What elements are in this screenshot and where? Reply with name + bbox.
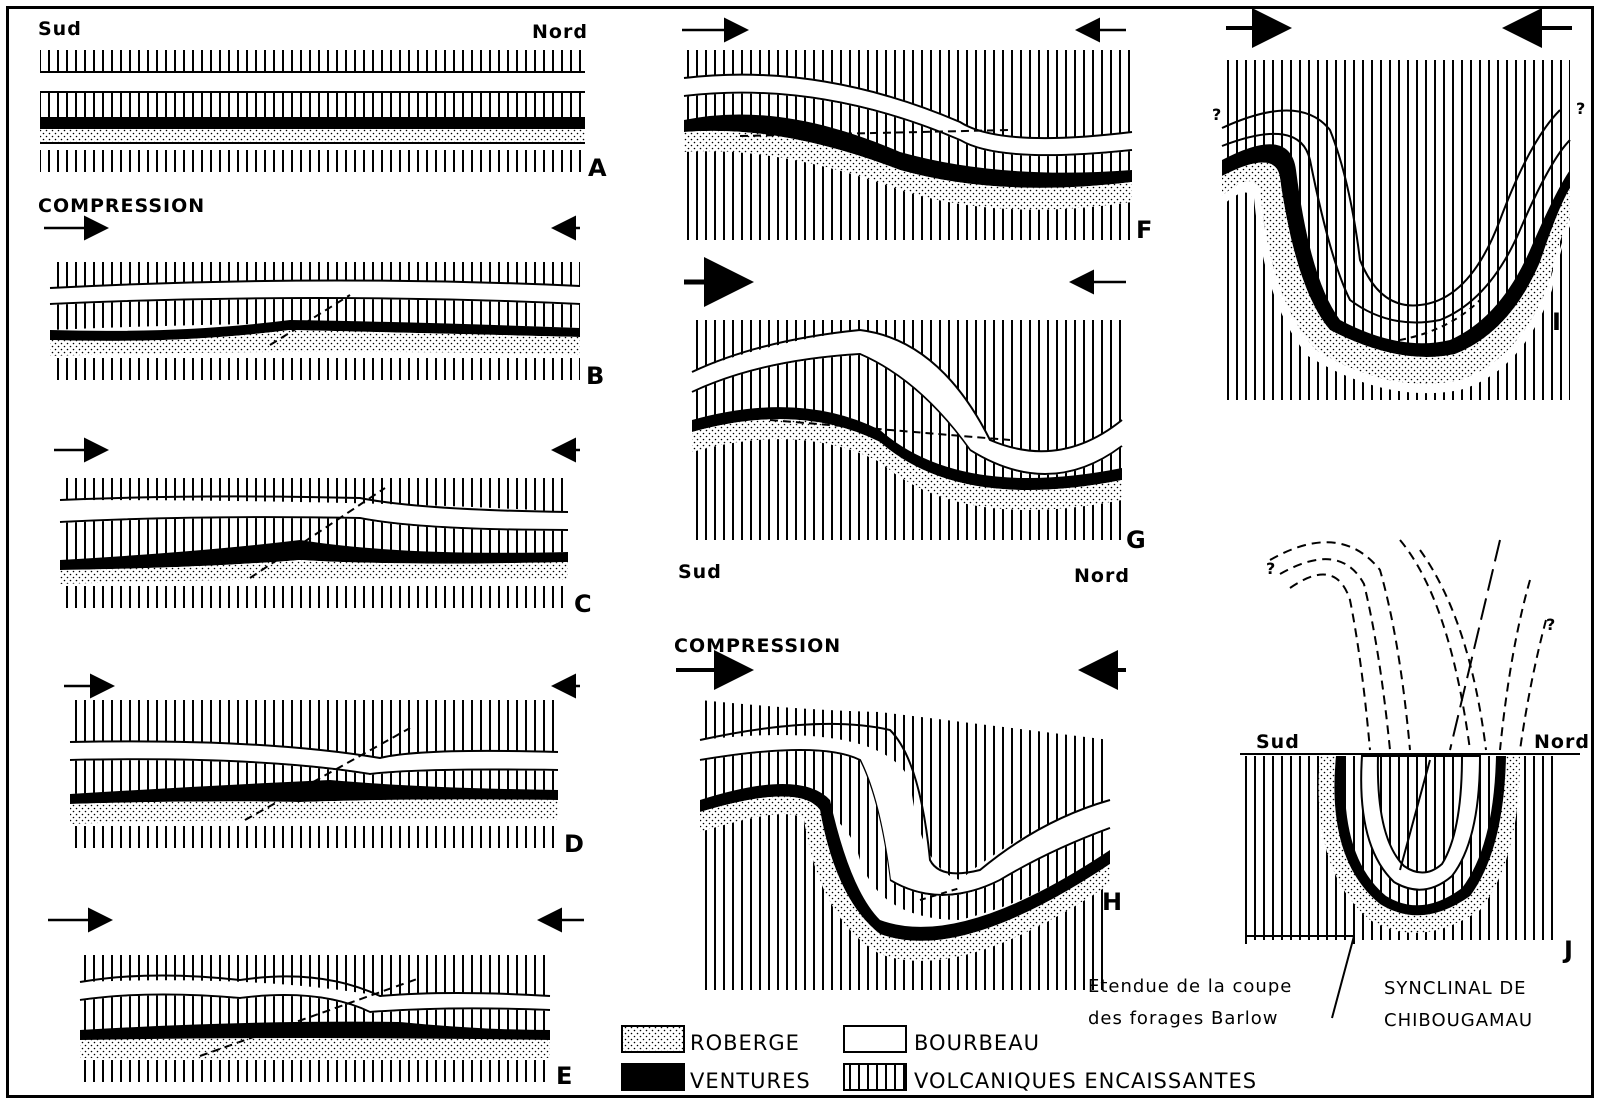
legend-item-bourbeau: BOURBEAU (843, 1025, 1040, 1055)
compression-arrows (44, 8, 1572, 933)
uncertain-mark-i-left: ? (1212, 105, 1221, 124)
label-south-j: Sud (1256, 731, 1300, 753)
panel-letter-h: H (1102, 888, 1122, 916)
panel-letter-a: A (588, 154, 607, 182)
uncertain-mark-j-right: ? (1546, 615, 1555, 634)
compression-label-left: COMPRESSION (38, 195, 205, 217)
panel-a: A (40, 50, 607, 182)
legend-label: ROBERGE (690, 1031, 800, 1055)
barlow-extent: Etendue de la coupe des forages Barlow (1088, 935, 1355, 1029)
panel-letter-d: D (564, 830, 584, 858)
legend-label: VOLCANIQUES ENCAISSANTES (914, 1069, 1257, 1093)
compression-label-right: COMPRESSION (674, 635, 841, 657)
label-south-mid: Sud (678, 561, 722, 583)
legend-label: BOURBEAU (914, 1031, 1040, 1055)
legend-label: VENTURES (690, 1069, 811, 1093)
legend-swatch-stipple (621, 1025, 685, 1053)
panel-j: ? ? J (1240, 539, 1580, 964)
syncline-label-line1: SYNCLINAL DE (1384, 978, 1527, 999)
label-north-j: Nord (1534, 731, 1590, 753)
panel-letter-i: I (1552, 308, 1561, 336)
label-south-top: Sud (38, 18, 82, 40)
panel-letter-g: G (1126, 526, 1146, 554)
panel-e: E (79, 955, 572, 1090)
panel-f: F (683, 50, 1152, 244)
panel-letter-f: F (1136, 216, 1152, 244)
legend: ROBERGE BOURBEAU VENTURES VOLCANIQUES EN… (621, 1025, 1257, 1093)
legend-swatch-blank (843, 1025, 907, 1053)
legend-item-roberge: ROBERGE (621, 1025, 800, 1055)
uncertain-mark-j-left: ? (1266, 559, 1275, 578)
barlow-extent-line2: des forages Barlow (1088, 1008, 1279, 1029)
legend-item-ventures: VENTURES (621, 1063, 811, 1093)
panel-h: H (699, 700, 1122, 990)
legend-item-volcaniques: VOLCANIQUES ENCAISSANTES (843, 1063, 1257, 1093)
panel-g: G (691, 320, 1146, 554)
label-north-mid: Nord (1074, 565, 1130, 587)
panel-i: ? ? I (1212, 60, 1585, 400)
panel-letter-e: E (556, 1062, 572, 1090)
legend-swatch-solid (621, 1063, 685, 1091)
barlow-extent-line1: Etendue de la coupe (1088, 976, 1292, 997)
panel-b: B (49, 262, 604, 390)
legend-swatch-ticks (843, 1063, 907, 1091)
panel-c: C (59, 478, 592, 618)
panel-letter-j: J (1562, 936, 1573, 964)
panel-letter-b: B (586, 362, 604, 390)
panel-letter-c: C (574, 590, 592, 618)
panel-d: D (69, 700, 584, 858)
label-north-top: Nord (532, 21, 588, 43)
uncertain-mark-i-right: ? (1576, 99, 1585, 118)
syncline-label-line2: CHIBOUGAMAU (1384, 1010, 1533, 1031)
